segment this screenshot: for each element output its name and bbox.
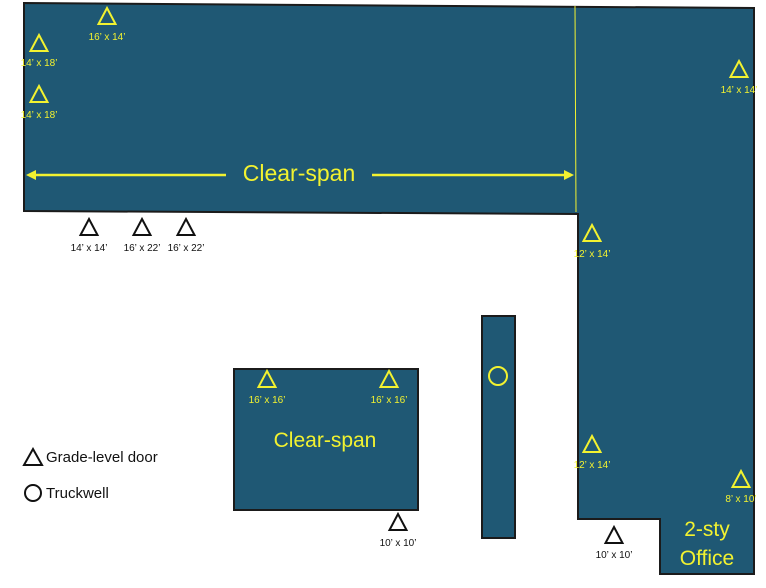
door-size-label: 16’ x 14’ — [89, 32, 126, 43]
door-triangle-icon — [256, 368, 278, 388]
legend-truckwell-text: Truckwell — [46, 484, 109, 502]
door-triangle-icon — [78, 216, 100, 236]
door-triangle-icon — [96, 5, 118, 25]
door-triangle-icon — [28, 32, 50, 52]
door-triangle-icon — [387, 511, 409, 531]
small-building — [233, 368, 419, 511]
door-size-label: 14’ x 14’ — [71, 243, 108, 254]
door-size-label: 14’ x 18’ — [21, 110, 58, 121]
door-triangle-icon — [581, 433, 603, 453]
door-size-label: 10’ x 10’ — [380, 538, 417, 549]
office-label-line2: Office — [680, 547, 734, 570]
door-triangle-icon — [28, 83, 50, 103]
door-triangle-icon — [603, 524, 625, 544]
circle-outline-icon — [24, 484, 42, 502]
main-building — [23, 1, 755, 575]
door-triangle-icon — [730, 468, 752, 488]
door-size-label: 14’ x 18’ — [21, 58, 58, 69]
clear-span-arrow — [26, 170, 574, 180]
door-size-label: 16’ x 16’ — [371, 395, 408, 406]
door-triangle-icon — [175, 216, 197, 236]
door-size-label: 8’ x 10’ — [725, 494, 756, 505]
door-triangle-icon — [131, 216, 153, 236]
door-triangle-icon — [728, 58, 750, 78]
door-size-label: 16’ x 22’ — [124, 243, 161, 254]
door-triangle-icon — [378, 368, 400, 388]
truckwell-circle-icon — [488, 366, 508, 386]
door-size-label: 10’ x 10’ — [596, 550, 633, 561]
door-size-label: 12’ x 14’ — [574, 460, 611, 471]
door-size-label: 16’ x 16’ — [249, 395, 286, 406]
office-label-line1: 2-sty — [684, 518, 730, 541]
door-size-label: 14’ x 14’ — [721, 85, 758, 96]
legend-door-text: Grade-level door — [46, 448, 158, 466]
legend-grade-level-door: Grade-level door — [22, 447, 158, 467]
door-size-label: 16’ x 22’ — [168, 243, 205, 254]
door-triangle-icon — [581, 222, 603, 242]
small-clear-span-label: Clear-span — [274, 429, 377, 452]
building-division-line — [574, 5, 577, 213]
door-size-label: 12’ x 14’ — [574, 249, 611, 260]
main-clear-span-label: Clear-span — [243, 160, 356, 186]
truckwell-building — [481, 315, 516, 539]
legend-truckwell: Truckwell — [22, 483, 109, 503]
triangle-outline-icon — [22, 447, 44, 466]
